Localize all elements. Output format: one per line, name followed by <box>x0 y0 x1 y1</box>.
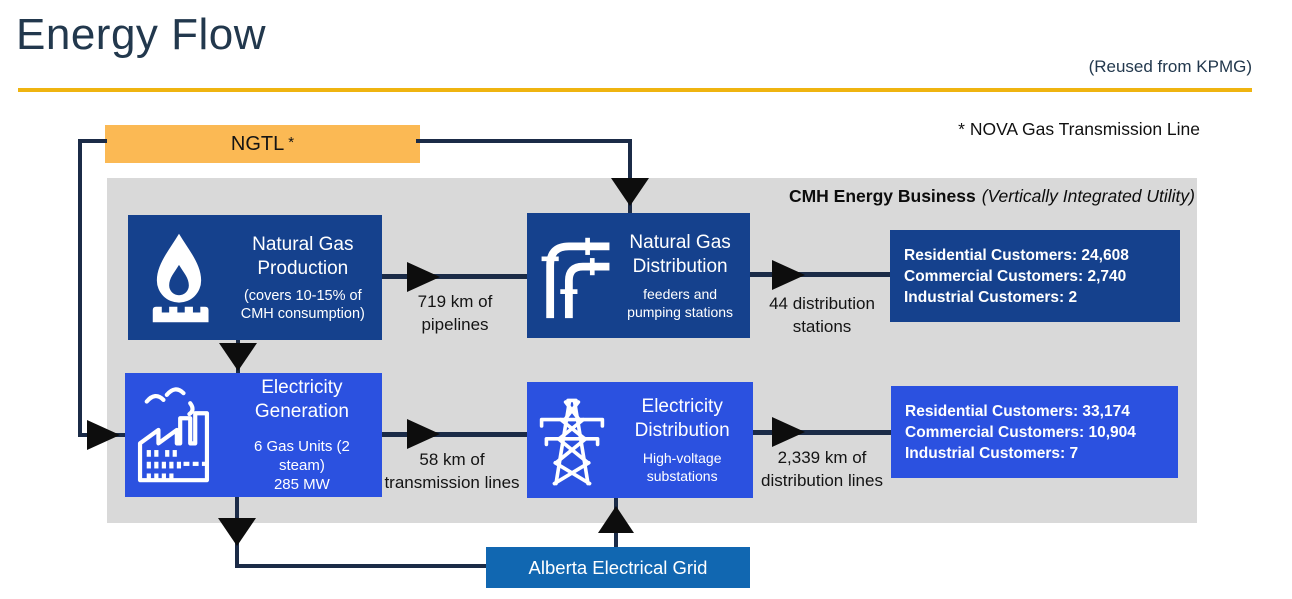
connector-electricity-to-customers <box>753 430 891 435</box>
arrowhead-grid-to-distribution <box>598 506 634 533</box>
region-title: CMH Energy Business(Vertically Integrate… <box>789 186 1195 207</box>
credit-note: (Reused from KPMG) <box>1088 57 1252 76</box>
electricity-distribution-box: Electricity Distribution High-voltage su… <box>527 382 753 498</box>
connector-ngtl-left-vertical <box>78 139 82 437</box>
gas-distribution-title: Natural Gas Distribution <box>629 231 731 277</box>
label-distribution-lines: 2,339 km of distribution lines <box>761 448 883 490</box>
arrowhead-into-generation <box>87 420 120 450</box>
electricity-generation-units: 6 Gas Units (2 steam) <box>253 438 350 474</box>
gas-production-title: Natural Gas Production <box>252 233 354 279</box>
arrowhead-generation-to-grid <box>218 518 256 546</box>
connector-ngtl-left-horizontal <box>78 139 107 143</box>
gas-customers-box: Residential Customers: 24,608 Commercial… <box>890 230 1180 322</box>
pipes-icon <box>527 230 616 322</box>
factory-icon <box>125 387 228 483</box>
electricity-commercial-customers: Commercial Customers: 10,904 <box>905 423 1136 441</box>
ngtl-box: NGTL* <box>105 125 420 163</box>
ngtl-asterisk: * <box>288 133 295 151</box>
electricity-distribution-subtitle: High-voltage substations <box>642 450 722 484</box>
arrowhead-production-to-generation <box>219 343 257 371</box>
gas-distribution-subtitle: feeders and pumping stations <box>627 285 734 320</box>
connector-transmission <box>382 432 527 437</box>
electricity-distribution-title: Electricity Distribution <box>634 396 730 441</box>
connector-gas-to-customers <box>750 272 890 277</box>
gas-residential-customers: Residential Customers: 24,608 <box>904 246 1129 264</box>
electricity-generation-capacity: 285 MW <box>273 476 330 493</box>
ngtl-footnote: * NOVA Gas Transmission Line <box>958 119 1200 139</box>
page-title: Energy Flow <box>16 10 267 59</box>
connector-ngtl-right-horizontal <box>416 139 630 143</box>
gas-production-subtitle: (covers 10-15% of CMH consumption) <box>240 287 365 322</box>
arrowhead-pipelines <box>407 262 440 292</box>
arrowhead-gas-to-customers <box>772 260 805 290</box>
label-transmission-lines: 58 km of transmission lines <box>384 450 520 492</box>
gas-production-box: Natural Gas Production (covers 10-15% of… <box>128 215 382 340</box>
electricity-generation-box: Electricity Generation 6 Gas Units (2 st… <box>125 373 382 497</box>
arrowhead-electricity-to-customers <box>772 417 805 447</box>
gas-industrial-customers: Industrial Customers: 2 <box>904 288 1078 306</box>
flame-icon <box>128 232 230 324</box>
gas-commercial-customers: Commercial Customers: 2,740 <box>904 267 1127 285</box>
alberta-grid-label: Alberta Electrical Grid <box>528 556 708 578</box>
transmission-tower-icon <box>527 391 617 489</box>
region-title-italic: (Vertically Integrated Utility) <box>981 186 1195 206</box>
electricity-industrial-customers: Industrial Customers: 7 <box>905 444 1079 462</box>
label-distribution-stations: 44 distribution stations <box>769 294 875 336</box>
connector-ngtl-right-vertical <box>628 139 632 215</box>
title-accent-rule <box>18 88 1252 92</box>
electricity-residential-customers: Residential Customers: 33,174 <box>905 402 1130 420</box>
connector-pipelines <box>382 274 527 279</box>
label-pipelines: 719 km of pipelines <box>417 292 493 334</box>
gas-production-text: Natural Gas Production (covers 10-15% of… <box>230 233 382 323</box>
alberta-grid-box: Alberta Electrical Grid <box>486 547 750 588</box>
arrowhead-into-gas-distribution <box>611 178 649 206</box>
electricity-generation-title: Electricity Generation <box>254 377 349 422</box>
region-title-bold: CMH Energy Business <box>788 186 976 206</box>
electricity-distribution-text: Electricity Distribution High-voltage su… <box>617 395 753 485</box>
connector-generation-to-grid-horizontal <box>235 564 486 568</box>
gas-distribution-box: Natural Gas Distribution feeders and pum… <box>527 213 750 338</box>
ngtl-label: NGTL <box>230 132 285 155</box>
electricity-customers-box: Residential Customers: 33,174 Commercial… <box>891 386 1178 478</box>
arrowhead-transmission <box>407 419 440 449</box>
gas-distribution-text: Natural Gas Distribution feeders and pum… <box>616 231 750 321</box>
electricity-generation-text: Electricity Generation 6 Gas Units (2 st… <box>228 376 382 494</box>
